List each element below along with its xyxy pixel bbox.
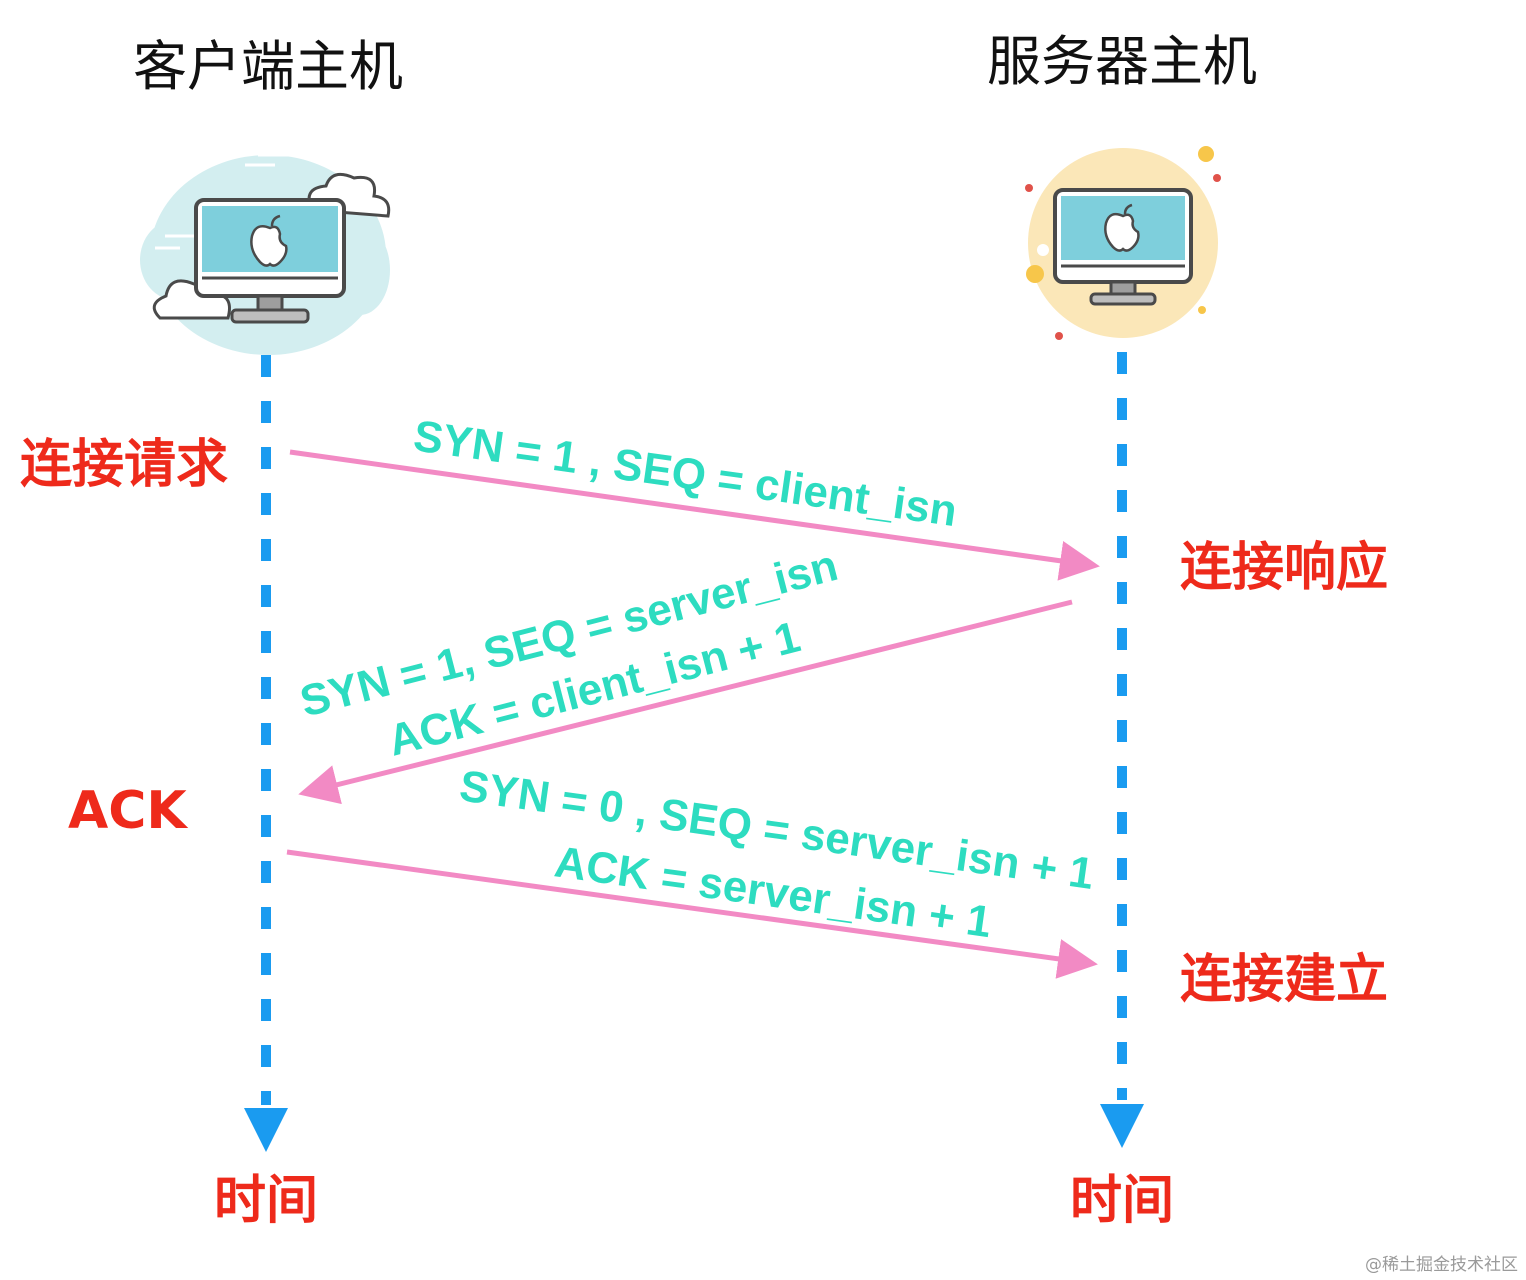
computer-sun-icon	[1025, 146, 1221, 340]
server-timeline-arrowhead	[1100, 1104, 1144, 1148]
syn-packet-label: SYN = 1 , SEQ = client_isn	[411, 411, 960, 536]
server-host-title: 服务器主机	[987, 30, 1257, 93]
syn-arrow	[289, 449, 1100, 581]
watermark: @稀土掘金技术社区	[1365, 1255, 1518, 1275]
computer-cloud-icon	[140, 153, 391, 355]
server-time-label: 时间	[1070, 1171, 1174, 1231]
ack-arrow	[286, 849, 1098, 979]
client-host-title: 客户端主机	[133, 35, 403, 98]
event-connect-request: 连接请求	[20, 435, 228, 495]
event-ack: ACK	[68, 781, 188, 841]
event-established: 连接建立	[1180, 950, 1388, 1010]
synack-arrow	[298, 599, 1073, 805]
event-connect-response: 连接响应	[1180, 538, 1388, 598]
client-timeline-arrowhead	[244, 1108, 288, 1152]
client-time-label: 时间	[214, 1171, 318, 1231]
